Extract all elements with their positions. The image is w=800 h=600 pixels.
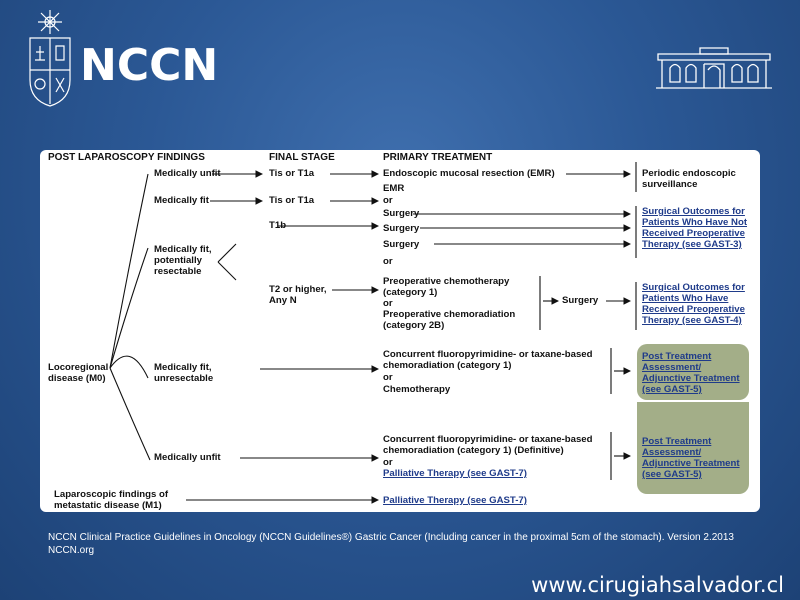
treatment-surgery-kl-2: Surgery — [383, 239, 420, 250]
treatment-or-5: or — [383, 457, 393, 468]
highlight-box-lower — [637, 402, 749, 494]
treatment-emr: Endoscopic mucosal resection (EMR) — [383, 168, 555, 179]
treatment-surgery-after-preop: Surgery — [562, 295, 599, 306]
stage-t1b: T1b — [269, 220, 287, 231]
treatment-surgery-kl-1: Surgery — [383, 223, 420, 234]
treatment-chemotherapy: Chemotherapy — [383, 384, 451, 395]
outcome-periodic-surveillance: Periodic endoscopic surveillance — [642, 168, 736, 190]
treatment-preop-chemo: Preoperative chemotherapy — [383, 276, 510, 287]
treatment-concurrent-2: Concurrent fluoropyrimidine- or taxane-b… — [383, 434, 593, 456]
metastatic-findings: Laparoscopic findings of metastatic dise… — [54, 489, 169, 511]
branch-fit-resectable: Medically fit, potentially resectable — [154, 244, 212, 277]
outcome-post-treatment-link-1[interactable]: Post Treatment Assessment/ Adjunctive Tr… — [642, 351, 740, 395]
flowchart-connectors — [109, 162, 637, 504]
palliative-therapy-link-2[interactable]: Palliative Therapy (see GAST-7) — [383, 495, 527, 506]
treatment-preop-chemorad: Preoperative chemoradiation — [383, 309, 516, 320]
outcome-surgical-preop-link[interactable]: Surgical Outcomes for Patients Who Have … — [642, 282, 745, 326]
university-crest-icon — [29, 10, 71, 107]
header-primary-treatment: PRIMARY TREATMENT — [383, 152, 493, 163]
hospital-building-icon — [656, 47, 772, 89]
highlight-box-upper — [637, 344, 749, 400]
slide-caption: NCCN Clinical Practice Guidelines in Onc… — [48, 532, 734, 556]
brand-title: NCCN — [80, 40, 219, 91]
palliative-therapy-link-1[interactable]: Palliative Therapy (see GAST-7) — [383, 468, 527, 479]
branch-medically-unfit-1: Medically unfit — [154, 168, 221, 179]
branch-medically-unfit-2: Medically unfit — [154, 452, 221, 463]
outcome-post-treatment-link-2[interactable]: Post Treatment Assessment/ Adjunctive Tr… — [642, 436, 740, 480]
header-findings: POST LAPAROSCOPY FINDINGS — [48, 152, 205, 163]
outcome-surgical-no-preop-link[interactable]: Surgical Outcomes for Patients Who Have … — [642, 206, 748, 250]
treatment-concurrent-1: Concurrent fluoropyrimidine- or taxane-b… — [383, 349, 593, 371]
root-locoregional: Locoregional disease (M0) — [48, 362, 109, 384]
stage-t2-higher: T2 or higher, Any N — [269, 284, 327, 306]
stage-tis-t1a-1: Tis or T1a — [269, 168, 315, 179]
treatment-flowchart: POST LAPAROSCOPY FINDINGS FINAL STAGE PR… — [40, 150, 760, 512]
treatment-category2b: (category 2B) — [383, 320, 445, 331]
treatment-category1: (category 1) — [383, 287, 438, 298]
treatment-or-1: or — [383, 195, 393, 206]
treatment-surgery: Surgery — [383, 208, 420, 219]
website-url[interactable]: www.cirugiahsalvador.cl — [531, 573, 784, 597]
treatment-or-3: or — [383, 298, 393, 309]
branch-fit-unresectable: Medically fit, unresectable — [154, 362, 214, 384]
branch-medically-fit: Medically fit — [154, 195, 209, 206]
treatment-or-4: or — [383, 372, 393, 383]
stage-tis-t1a-2: Tis or T1a — [269, 195, 315, 206]
treatment-or-2: or — [383, 256, 393, 267]
header-final-stage: FINAL STAGE — [269, 152, 335, 163]
treatment-emr-alt: EMR — [383, 183, 405, 194]
